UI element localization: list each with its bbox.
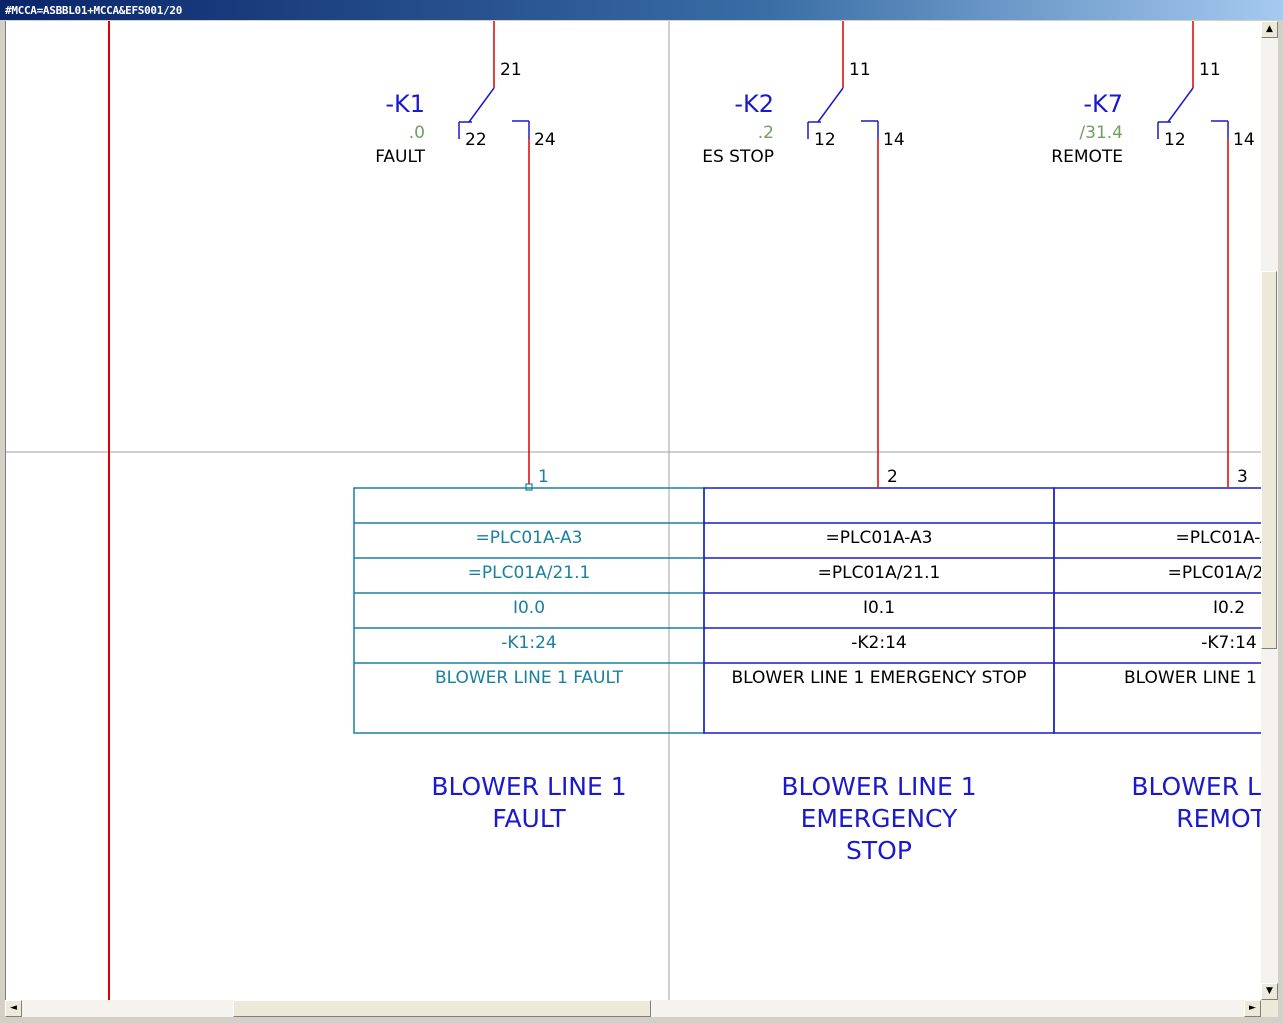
io-table-source-cell: -K1:24 <box>501 633 556 653</box>
horizontal-scrollbar[interactable]: ◄ ► <box>5 1000 1261 1017</box>
contact-tag: -K1 <box>385 90 425 118</box>
contact-function-label: ES STOP <box>702 147 774 167</box>
contact-function-label: FAULT <box>375 147 425 167</box>
signal-description-label: REMOTE <box>1176 804 1262 833</box>
horizontal-scroll-thumb[interactable] <box>233 1000 651 1017</box>
contact-cross-reference: /31.4 <box>1079 123 1123 143</box>
contact-blade <box>1167 87 1194 123</box>
io-table-page-cell: =PLC01A/21.1 <box>1168 563 1262 583</box>
scroll-right-button[interactable]: ► <box>1244 1000 1261 1017</box>
contact-cross-reference: .0 <box>409 123 425 143</box>
signal-description-label: EMERGENCY <box>801 804 958 833</box>
io-table-address-cell: I0.1 <box>863 598 895 618</box>
terminal-number: 1 <box>538 467 549 487</box>
vertical-scroll-thumb[interactable] <box>1261 271 1277 649</box>
scrollbar-corner <box>1261 1000 1278 1017</box>
terminal-number: 3 <box>1237 467 1248 487</box>
vertical-scroll-track[interactable] <box>1261 38 1278 983</box>
contact-nc-number: 12 <box>814 130 836 150</box>
scroll-up-button[interactable]: ▲ <box>1261 21 1278 38</box>
contact-common-number: 11 <box>1199 60 1221 80</box>
contact-function-label: REMOTE <box>1051 147 1123 167</box>
scroll-down-button[interactable]: ▼ <box>1261 983 1278 1000</box>
contact-no-number: 14 <box>1233 130 1255 150</box>
signal-description-label: BLOWER LINE 1 <box>781 772 976 801</box>
io-table-description-cell: BLOWER LINE 1 REMOTE <box>1124 668 1262 688</box>
contact-nc-number: 22 <box>465 130 487 150</box>
io-table-page-cell: =PLC01A/21.1 <box>468 563 591 583</box>
scroll-left-button[interactable]: ◄ <box>5 1000 22 1017</box>
io-table-address-cell: I0.0 <box>513 598 545 618</box>
io-table-source-cell: -K2:14 <box>851 633 906 653</box>
io-table-source-cell: -K7:14 <box>1201 633 1256 653</box>
selected-terminal-marker <box>525 483 533 491</box>
signal-description-label: FAULT <box>492 804 566 833</box>
contact-nc-number: 12 <box>1164 130 1186 150</box>
io-table-description-cell: BLOWER LINE 1 FAULT <box>435 668 624 688</box>
terminal-number: 2 <box>887 467 898 487</box>
contact-cross-reference: .2 <box>758 123 774 143</box>
signal-description-label: STOP <box>846 836 912 865</box>
contact-no-number: 14 <box>883 130 905 150</box>
contact-tag: -K2 <box>734 90 774 118</box>
contact-common-number: 21 <box>500 60 522 80</box>
signal-description-label: BLOWER LINE 1 <box>1131 772 1262 801</box>
io-table-page-cell: =PLC01A/21.1 <box>818 563 941 583</box>
io-table-rack-cell: =PLC01A-A3 <box>1176 528 1262 548</box>
vertical-scrollbar[interactable]: ▲ ▼ <box>1261 21 1278 1000</box>
io-table-rack-cell: =PLC01A-A3 <box>826 528 933 548</box>
io-table-address-cell: I0.2 <box>1213 598 1245 618</box>
io-table-description-cell: BLOWER LINE 1 EMERGENCY STOP <box>731 668 1026 688</box>
window-titlebar[interactable]: #MCCA=ASBBL01+MCCA&EFS001/20 <box>0 0 1283 20</box>
io-table-cell-border <box>1053 487 1262 734</box>
contact-common-number: 11 <box>849 60 871 80</box>
contact-blade <box>817 87 844 123</box>
io-table-rack-cell: =PLC01A-A3 <box>476 528 583 548</box>
contact-no-number: 24 <box>534 130 556 150</box>
contact-tag: -K7 <box>1083 90 1123 118</box>
window-title: #MCCA=ASBBL01+MCCA&EFS001/20 <box>5 4 183 17</box>
contact-blade <box>468 87 495 123</box>
signal-description-label: BLOWER LINE 1 <box>431 772 626 801</box>
